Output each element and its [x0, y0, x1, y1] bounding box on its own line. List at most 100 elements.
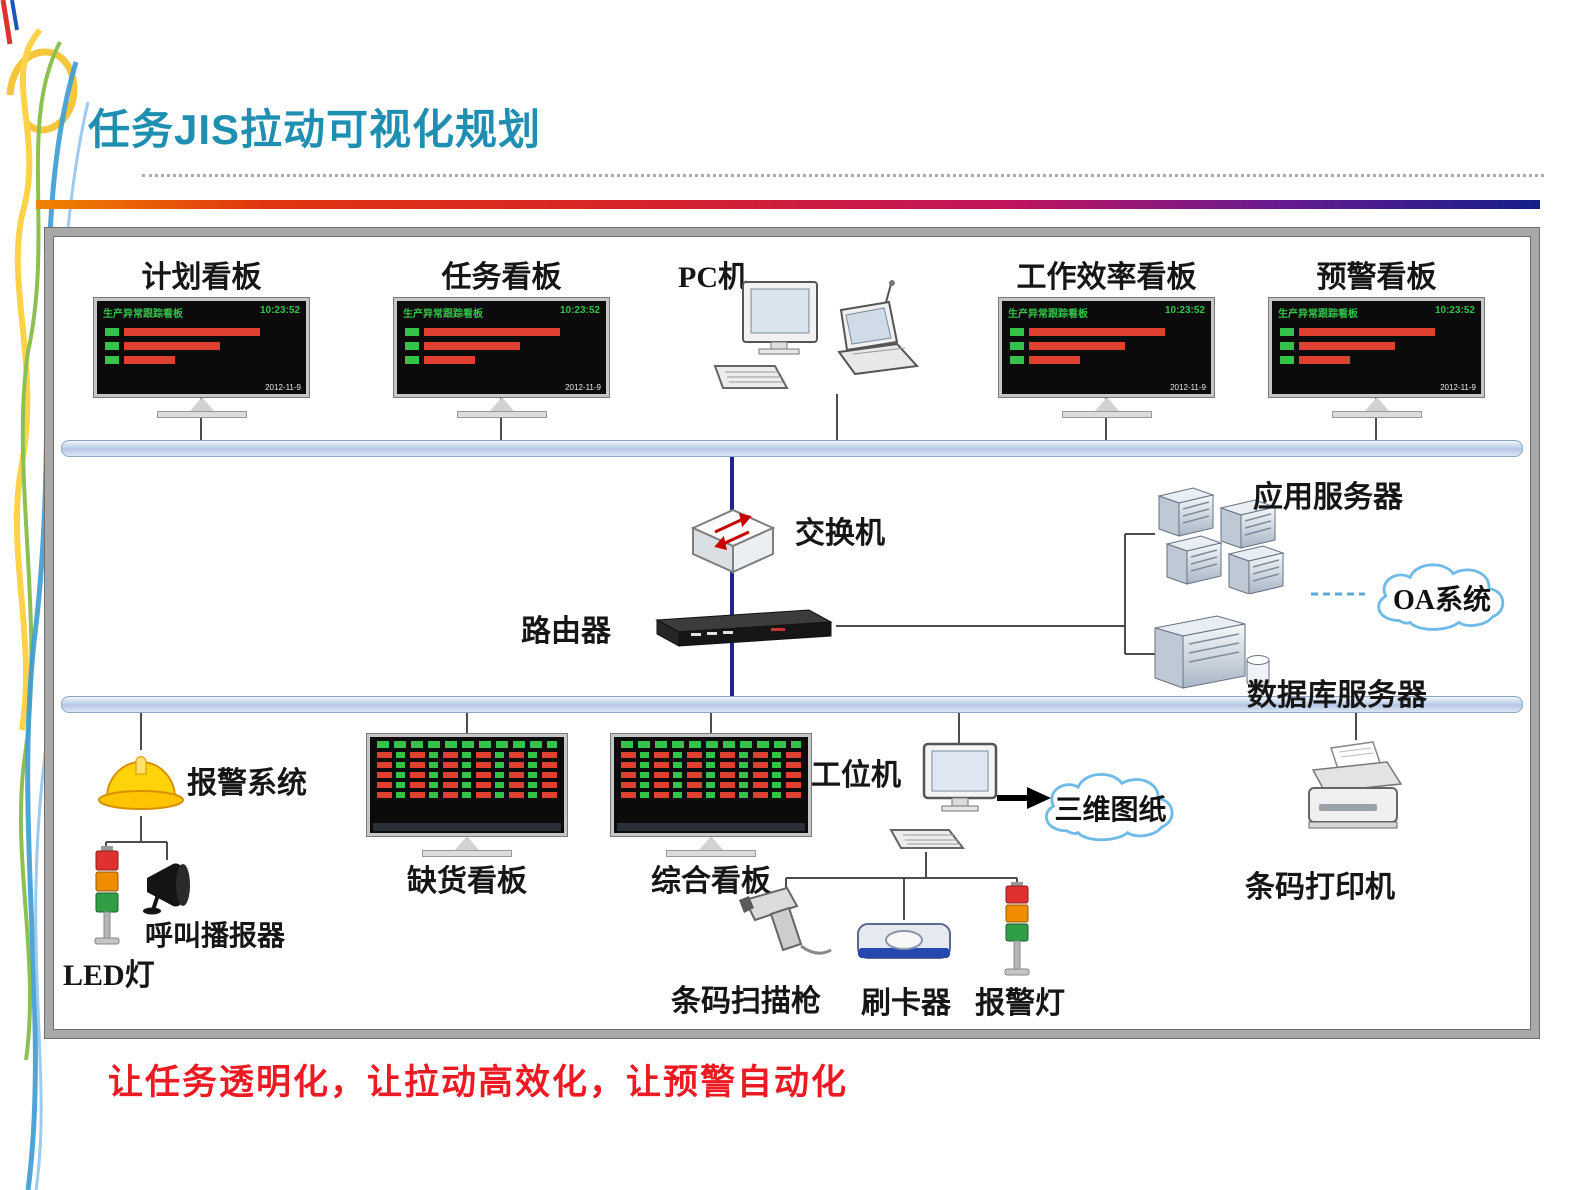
label-call-broadcaster: 呼叫播报器 — [145, 921, 286, 952]
label-task-board: 任务看板 — [441, 261, 562, 294]
screen-row — [105, 356, 298, 364]
screen-row — [1010, 356, 1203, 364]
monitor-stand — [489, 397, 514, 411]
alarm-light-tower-icon — [999, 882, 1035, 980]
monitor-base — [1061, 411, 1152, 418]
screen-footer-bar — [373, 823, 561, 831]
label-card-reader: 刷卡器 — [861, 987, 951, 1020]
led-screen — [366, 733, 568, 837]
barcode-scanner-icon — [737, 886, 835, 964]
cloud-icon — [1377, 563, 1505, 631]
screen-row — [405, 328, 598, 336]
label-router: 路由器 — [521, 615, 611, 648]
label-db-server: 数据库服务器 — [1247, 679, 1427, 712]
monitor-base — [456, 411, 547, 418]
db-server-icon — [1151, 608, 1276, 698]
screen-row — [1280, 342, 1473, 350]
label-pc: PC机 — [678, 261, 748, 294]
led-screen — [610, 733, 812, 837]
call-broadcaster-icon — [137, 858, 207, 916]
screen-header-row — [621, 741, 801, 748]
label-barcode-scanner: 条码扫描枪 — [671, 985, 821, 1018]
label-workstation: 工位机 — [811, 759, 901, 792]
screen-row — [377, 752, 557, 758]
label-plan-board: 计划看板 — [141, 261, 262, 294]
label-alarm-system: 报警系统 — [187, 767, 307, 800]
screen-title: 生产异常跟踪看板 — [1008, 309, 1088, 320]
monitor-base — [422, 850, 512, 857]
page-title: 任务JIS拉动可视化规划 — [88, 106, 542, 153]
screen-row — [105, 342, 298, 350]
alarm-helmet-icon — [97, 748, 185, 820]
screen-time: 10:23:52 — [259, 305, 300, 316]
led-board-shortage — [366, 733, 568, 857]
screen-header-row — [377, 741, 557, 748]
screen-row — [621, 782, 801, 788]
oa-system-cloud: OA系统 — [1367, 560, 1517, 636]
label-app-server: 应用服务器 — [1253, 481, 1403, 514]
router-icon — [651, 602, 836, 648]
screen-date: 2012-11-9 — [1440, 383, 1476, 392]
screen-row — [405, 356, 598, 364]
switch-icon — [685, 502, 781, 576]
cloud-icon — [1044, 773, 1174, 842]
screen-row — [1010, 328, 1203, 336]
network-bus-bottom — [61, 696, 1523, 713]
screen-date: 2012-11-9 — [265, 383, 301, 392]
label-oa-system: OA系统 — [1392, 585, 1491, 616]
monitor-stand — [1364, 397, 1389, 411]
led-board-comprehensive — [610, 733, 812, 857]
monitor-stand — [699, 836, 723, 850]
monitor-stand — [455, 836, 479, 850]
screen-row — [621, 792, 801, 798]
screen-row — [621, 772, 801, 778]
monitor-stand — [189, 397, 214, 411]
screen-time: 10:23:52 — [1164, 305, 1205, 316]
workstation-to-drawing-arrow — [997, 787, 1051, 809]
workstation-icon — [889, 742, 1009, 857]
label-efficiency-board: 工作效率看板 — [1016, 261, 1197, 294]
diagram-frame: 计划看板 任务看板 PC机 工作效率看板 预警看板 生产异常跟踪看板 10:23:… — [45, 228, 1539, 1038]
screen-title: 生产异常跟踪看板 — [103, 309, 183, 320]
led-board-warning: 生产异常跟踪看板 10:23:52 2012-11-9 — [1268, 297, 1485, 418]
card-reader-icon — [855, 918, 953, 966]
screen-row — [377, 792, 557, 798]
label-switch: 交换机 — [795, 517, 885, 550]
screen-row — [1280, 328, 1473, 336]
three-d-drawing-cloud: 三维图纸 — [1033, 770, 1188, 846]
screen-time: 10:23:52 — [1434, 305, 1475, 316]
label-warning-board: 预警看板 — [1316, 261, 1437, 294]
label-shortage-board: 缺货看板 — [407, 865, 527, 898]
screen-title: 生产异常跟踪看板 — [1278, 309, 1358, 320]
network-bus-top — [61, 440, 1523, 457]
led-light-tower-icon — [89, 846, 125, 948]
gradient-bar — [36, 200, 1540, 209]
led-screen: 生产异常跟踪看板 10:23:52 2012-11-9 — [1268, 297, 1485, 398]
screen-row — [1280, 356, 1473, 364]
led-board-plan: 生产异常跟踪看板 10:23:52 2012-11-9 — [93, 297, 310, 418]
barcode-printer-icon — [1297, 738, 1415, 846]
screen-row — [621, 762, 801, 768]
screen-row — [105, 328, 298, 336]
screen-row — [377, 772, 557, 778]
title-divider — [142, 174, 1544, 177]
screen-date: 2012-11-9 — [565, 383, 601, 392]
monitor-base — [156, 411, 247, 418]
monitor-base — [666, 850, 756, 857]
screen-row — [377, 762, 557, 768]
label-led-light: LED灯 — [63, 959, 155, 992]
led-screen: 生产异常跟踪看板 10:23:52 2012-11-9 — [93, 297, 310, 398]
label-comprehensive-board: 综合看板 — [651, 865, 771, 898]
screen-footer-bar — [617, 823, 805, 831]
label-three-d-drawing: 三维图纸 — [1054, 795, 1167, 826]
footer-slogan: 让任务透明化，让拉动高效化，让预警自动化 — [108, 1063, 849, 1102]
pc-icon — [713, 280, 923, 402]
monitor-stand — [1094, 397, 1119, 411]
label-barcode-printer: 条码打印机 — [1245, 871, 1395, 904]
screen-row — [1010, 342, 1203, 350]
